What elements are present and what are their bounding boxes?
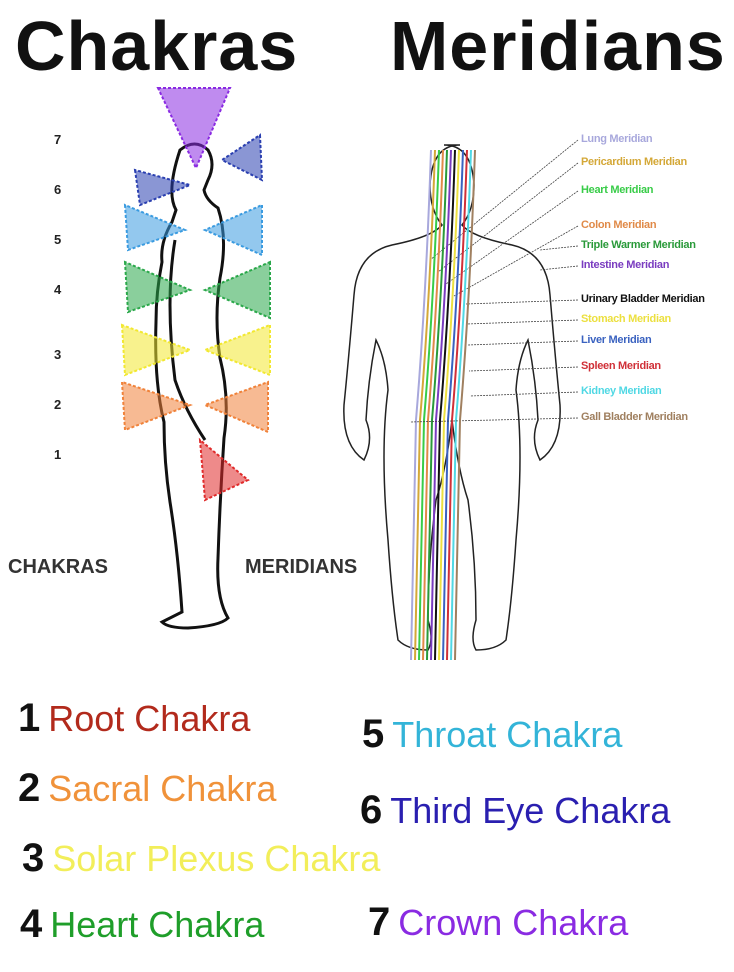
meridian-path (422, 149, 444, 661)
meridian-path (418, 149, 440, 661)
legend-number: 3 (22, 836, 45, 880)
legend-label: Root Chakra (48, 698, 251, 739)
meridian-label: Kidney Meridian (581, 385, 662, 397)
chakra-cones (120, 87, 271, 502)
legend-number: 7 (368, 900, 391, 944)
meridian-path (414, 149, 436, 661)
chakra-cone (202, 380, 269, 434)
meridian-path (438, 149, 460, 661)
meridian-leader-line (467, 340, 579, 346)
meridian-label: Heart Meridian (581, 184, 654, 196)
chakra-number: 6 (54, 182, 62, 197)
meridian-leader-line (469, 391, 579, 397)
legend-number: 1 (18, 696, 41, 740)
figures (120, 87, 579, 661)
chakra-cone (120, 380, 193, 432)
chakra-number: 4 (54, 282, 62, 297)
legend-number: 4 (20, 902, 43, 946)
meridian-path (442, 149, 464, 661)
chakra-cone (133, 168, 194, 207)
chakra-cone (202, 203, 263, 257)
legend-label: Third Eye Chakra (390, 790, 671, 831)
chakra-cone (220, 133, 264, 182)
meridian-lines (409, 139, 579, 661)
meridian-label: Lung Meridian (581, 133, 653, 145)
meridian-path (454, 149, 476, 661)
meridian-leader-line (468, 366, 579, 372)
chakra-number: 1 (54, 447, 62, 462)
meridian-label: Triple Warmer Meridian (581, 239, 696, 251)
meridian-leader-line (437, 162, 579, 273)
meridian-leader-line (539, 265, 579, 271)
meridian-leader-line (429, 139, 579, 261)
meridian-label: Urinary Bladder Meridian (581, 293, 705, 305)
meridian-label: Colon Meridian (581, 219, 657, 231)
chakra-body-figure (154, 142, 230, 630)
meridian-leader-line (453, 225, 579, 297)
chakra-number: 7 (54, 132, 62, 147)
meridian-path (430, 149, 452, 661)
meridian-label: Stomach Meridian (581, 313, 671, 325)
legend-label: Throat Chakra (392, 714, 623, 755)
legend-label: Heart Chakra (50, 904, 265, 945)
meridian-label: Spleen Meridian (581, 360, 661, 372)
legend-label: Crown Chakra (398, 902, 629, 943)
chakra-cone (156, 87, 232, 171)
meridian-path (426, 149, 448, 661)
meridian-leader-line (539, 245, 579, 251)
legend-label: Sacral Chakra (48, 768, 277, 809)
chakra-number: 2 (54, 397, 62, 412)
meridian-path (410, 149, 432, 661)
title-chakras: Chakras (15, 7, 299, 85)
chakra-cone (123, 203, 188, 252)
chakra-cone (198, 437, 250, 502)
meridian-label: Intestine Meridian (581, 259, 670, 271)
caption-meridians: MERIDIANS (245, 556, 358, 578)
chakra-number: 5 (54, 232, 62, 247)
meridian-leader-line (466, 319, 579, 325)
chakra-cone (202, 323, 271, 377)
meridian-label: Liver Meridian (581, 334, 652, 346)
meridian-leader-line (465, 299, 579, 305)
meridian-label: Pericardium Meridian (581, 156, 687, 168)
meridian-path (446, 149, 468, 661)
caption-chakras: CHAKRAS (8, 556, 108, 578)
meridian-label: Gall Bladder Meridian (581, 411, 688, 423)
chakra-number: 3 (54, 347, 62, 362)
legend-number: 5 (362, 712, 385, 756)
chakra-cone (202, 260, 271, 320)
legend-label: Solar Plexus Chakra (52, 838, 381, 879)
title-meridians: Meridians (390, 7, 726, 85)
meridian-leader-line (409, 417, 579, 423)
meridian-path (434, 149, 456, 661)
legend-number: 2 (18, 766, 41, 810)
legend-number: 6 (360, 788, 383, 832)
meridian-path (450, 149, 472, 661)
chakra-cone (123, 260, 193, 314)
chakra-cone (120, 323, 193, 377)
